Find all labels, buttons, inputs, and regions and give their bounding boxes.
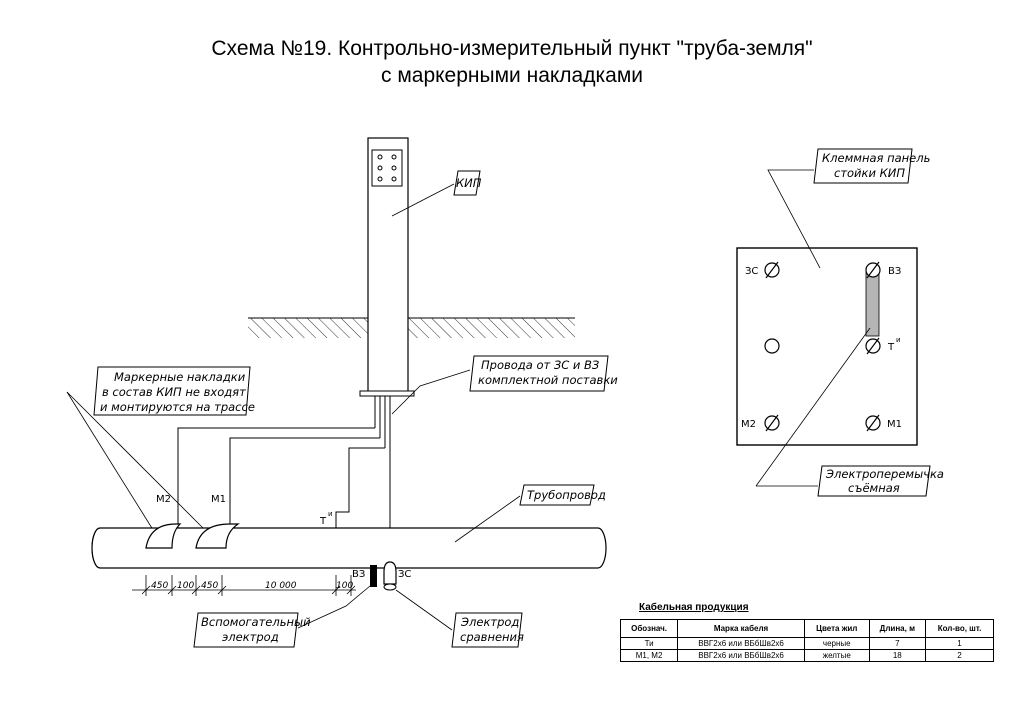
m2-label: M2 (156, 494, 171, 505)
panel-t-label: Т (887, 342, 895, 353)
m1-label: M1 (211, 494, 226, 505)
aux-electrode-label: Вспомогательный электрод (193, 585, 371, 648)
ground-surface (248, 317, 575, 338)
panel-m2-label: M2 (741, 419, 756, 430)
kip-label: КИП (391, 170, 482, 217)
table-cell: Ти (619, 637, 679, 650)
ref-electrode-label: Электрод сравнения (395, 589, 524, 648)
t-label: Т (319, 516, 327, 527)
dimension-line (132, 575, 356, 596)
dim-5: 100 (336, 581, 353, 591)
ref-electrode: ЗС (383, 561, 411, 591)
kip-post (359, 137, 415, 397)
table-cell: ВВГ2х6 или ВБбШв2х6 (677, 637, 805, 650)
t-connection: Т и (319, 510, 333, 527)
wires-label-line1: Провода от ЗС и ВЗ (481, 358, 600, 372)
table-cell: черные (803, 637, 870, 650)
table-header: Обознач. (619, 619, 679, 638)
terminal-vz-icon (865, 261, 881, 279)
terminal-m1-icon (865, 414, 881, 432)
jumper-line1: Электроперемычка (825, 467, 944, 481)
markers-note: Маркерные накладки в состав КИП не входя… (66, 366, 255, 534)
table-cell: 2 (925, 649, 994, 662)
jumper-label: Электроперемычка съёмная (755, 327, 944, 497)
scheme-title-line2: с маркерными накладками (381, 64, 643, 87)
table-header: Кол-во, шт. (925, 619, 994, 638)
terminal-empty-icon (764, 338, 780, 354)
ref-electrode-line2: сравнения (460, 630, 524, 644)
wires-label: Провода от ЗС и ВЗ комплектной поставки (391, 355, 618, 415)
terminal-t-icon (865, 337, 881, 355)
panel-zs-label: ЗС (745, 266, 758, 277)
terminal-m2-icon (764, 414, 780, 432)
removable-jumper (865, 267, 880, 337)
marker-overlay-m2: M2 (145, 494, 182, 549)
table-row: M1, M2 ВВГ2х6 или ВБбШв2х6 желтые 18 2 (619, 649, 994, 662)
cable-table: Обознач. Марка кабеля Цвета жил Длина, м… (619, 619, 994, 662)
aux-electrode-line2: электрод (222, 630, 279, 644)
aux-electrode: ВЗ (352, 565, 377, 587)
table-header-row: Обознач. Марка кабеля Цвета жил Длина, м… (619, 619, 994, 638)
markers-note-line2: в состав КИП не входят (102, 385, 246, 399)
pipeline-label-text: Трубопровод (527, 488, 606, 502)
scheme-title-line1: Схема №19. Контрольно-измерительный пунк… (211, 37, 813, 60)
terminal-panel: ЗС ВЗ Т и M2 M1 (736, 247, 918, 446)
marker-overlay-m1: M1 (195, 494, 240, 549)
panel-m1-label: M1 (887, 419, 902, 430)
table-row: Ти ВВГ2х6 или ВБбШв2х6 черные 7 1 (619, 637, 994, 650)
table-cell: 7 (868, 637, 927, 650)
dim-1: 450 (151, 581, 168, 591)
aux-electrode-line1: Вспомогательный (201, 615, 311, 629)
table-cell: 18 (868, 649, 927, 662)
terminal-panel-line2: стойки КИП (834, 166, 905, 180)
table-header: Цвета жил (803, 619, 870, 638)
panel-t-sup-label: и (896, 336, 901, 344)
t-sup-label: и (328, 510, 333, 518)
terminal-panel-line1: Клеммная панель (822, 151, 930, 165)
cable-table-title: Кабельная продукция (639, 602, 749, 613)
panel-vz-label: ВЗ (888, 266, 901, 277)
terminal-zs-icon (764, 261, 780, 279)
vz-label: ВЗ (352, 569, 365, 580)
dim-2: 100 (177, 581, 194, 591)
markers-note-line3: и монтируются на трассе (100, 400, 255, 414)
jumper-line2: съёмная (848, 481, 900, 495)
table-cell: ВВГ2х6 или ВБбШв2х6 (677, 649, 805, 662)
kip-label-text: КИП (456, 176, 482, 190)
zs-label: ЗС (398, 569, 411, 580)
terminal-panel-label: Клеммная панель стойки КИП (767, 148, 930, 269)
table-header: Марка кабеля (677, 619, 805, 638)
table-cell: желтые (803, 649, 870, 662)
markers-note-line1: Маркерные накладки (114, 370, 246, 384)
dim-4: 10 000 (265, 581, 297, 591)
table-cell: M1, M2 (619, 649, 679, 662)
table-cell: 1 (925, 637, 994, 650)
wires-label-line2: комплектной поставки (478, 373, 618, 387)
pipeline-label: Трубопровод (454, 484, 606, 543)
table-header: Длина, м (868, 619, 927, 638)
kip-terminal-bolts-icon (377, 154, 397, 182)
ref-electrode-line1: Электрод (460, 615, 519, 629)
cable-table-section: Кабельная продукция Обознач. Марка кабел… (619, 602, 996, 662)
dim-3: 450 (201, 581, 218, 591)
